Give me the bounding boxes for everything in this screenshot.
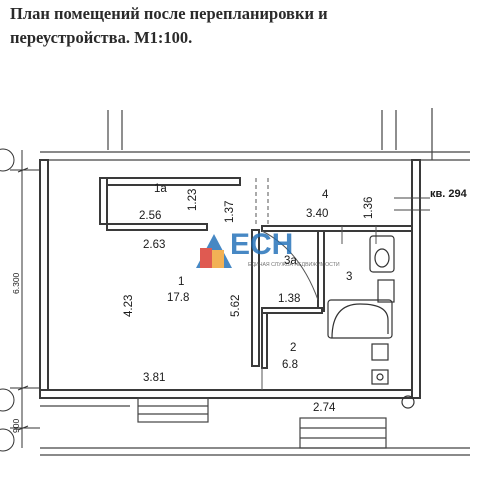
apartment-label: кв. 294	[430, 188, 468, 200]
room-2-number: 2	[290, 342, 296, 354]
logo-block-red	[200, 248, 212, 268]
room-4-number: 4	[322, 189, 329, 201]
dim-6300: 6.300	[11, 272, 21, 294]
bottom-wall	[39, 389, 421, 399]
bathroom-fixtures	[327, 235, 415, 409]
upper-building-lines	[40, 108, 470, 161]
room-4-area: 3.40	[306, 208, 328, 220]
watermark-letters: ЕСН	[230, 228, 293, 261]
room-1-area: 17.8	[167, 292, 189, 304]
room-1a-number: 1а	[154, 183, 167, 195]
wall-3a-2	[261, 307, 323, 314]
dim-4-23: 4.23	[123, 295, 135, 317]
axis-circle-2	[0, 388, 15, 412]
wall-1a-left	[99, 177, 108, 225]
watermark-tagline: ЕДИНАЯ СЛУЖБА НЕДВИЖИМОСТИ	[248, 262, 340, 268]
axis-circle-1	[0, 148, 15, 172]
top-wall-1a	[99, 177, 241, 186]
wall-2-left	[261, 312, 268, 369]
dim-5-62: 5.62	[230, 295, 242, 317]
watermark-logo: ЕСН ЕДИНАЯ СЛУЖБА НЕДВИЖИМОСТИ	[196, 228, 340, 268]
dim-2-63: 2.63	[143, 239, 165, 251]
left-dimension-axis	[0, 148, 40, 452]
dim-1-37: 1.37	[224, 201, 236, 223]
riser-icon	[401, 395, 415, 409]
axis-circle-3	[0, 428, 15, 452]
logo-block-orange	[212, 250, 224, 268]
right-wall	[411, 159, 421, 399]
title-line-1: План помещений после перепланировки и	[10, 4, 328, 23]
wall-1a-1	[106, 223, 208, 231]
bathtub-icon	[327, 299, 393, 339]
dashed-partitions	[255, 178, 269, 226]
wall-1-right	[251, 229, 260, 367]
sink-icon	[377, 279, 395, 303]
title-line-2: переустройства. М1:100.	[10, 28, 193, 47]
bathtub-inner	[331, 303, 389, 339]
room-1-number: 1	[178, 276, 184, 288]
wall-3a-right	[317, 230, 325, 312]
toilet-icon	[369, 235, 395, 273]
vent-lines	[394, 190, 430, 220]
wall-4-bottom	[261, 225, 413, 232]
dim-3-81: 3.81	[143, 372, 165, 384]
dim-1-36: 1.36	[363, 197, 375, 219]
stove-icon	[371, 369, 389, 385]
outer-walls	[39, 159, 421, 399]
door-arcs	[261, 226, 377, 390]
room-3a-area: 1.38	[278, 293, 300, 305]
dim-1-23: 1.23	[187, 189, 199, 211]
dim-2-74: 2.74	[313, 402, 336, 414]
left-wall	[39, 159, 49, 391]
room-2-area: 6.8	[282, 359, 298, 371]
room-3a-number: 3а	[284, 255, 297, 267]
entrance-steps	[40, 397, 470, 456]
dim-900: 900	[11, 419, 21, 433]
room-3-number: 3	[346, 271, 352, 283]
room-1a-area: 2.56	[139, 210, 161, 222]
plan-title: План помещений после перепланировки и пе…	[10, 2, 470, 50]
washbasin-icon	[371, 343, 389, 361]
